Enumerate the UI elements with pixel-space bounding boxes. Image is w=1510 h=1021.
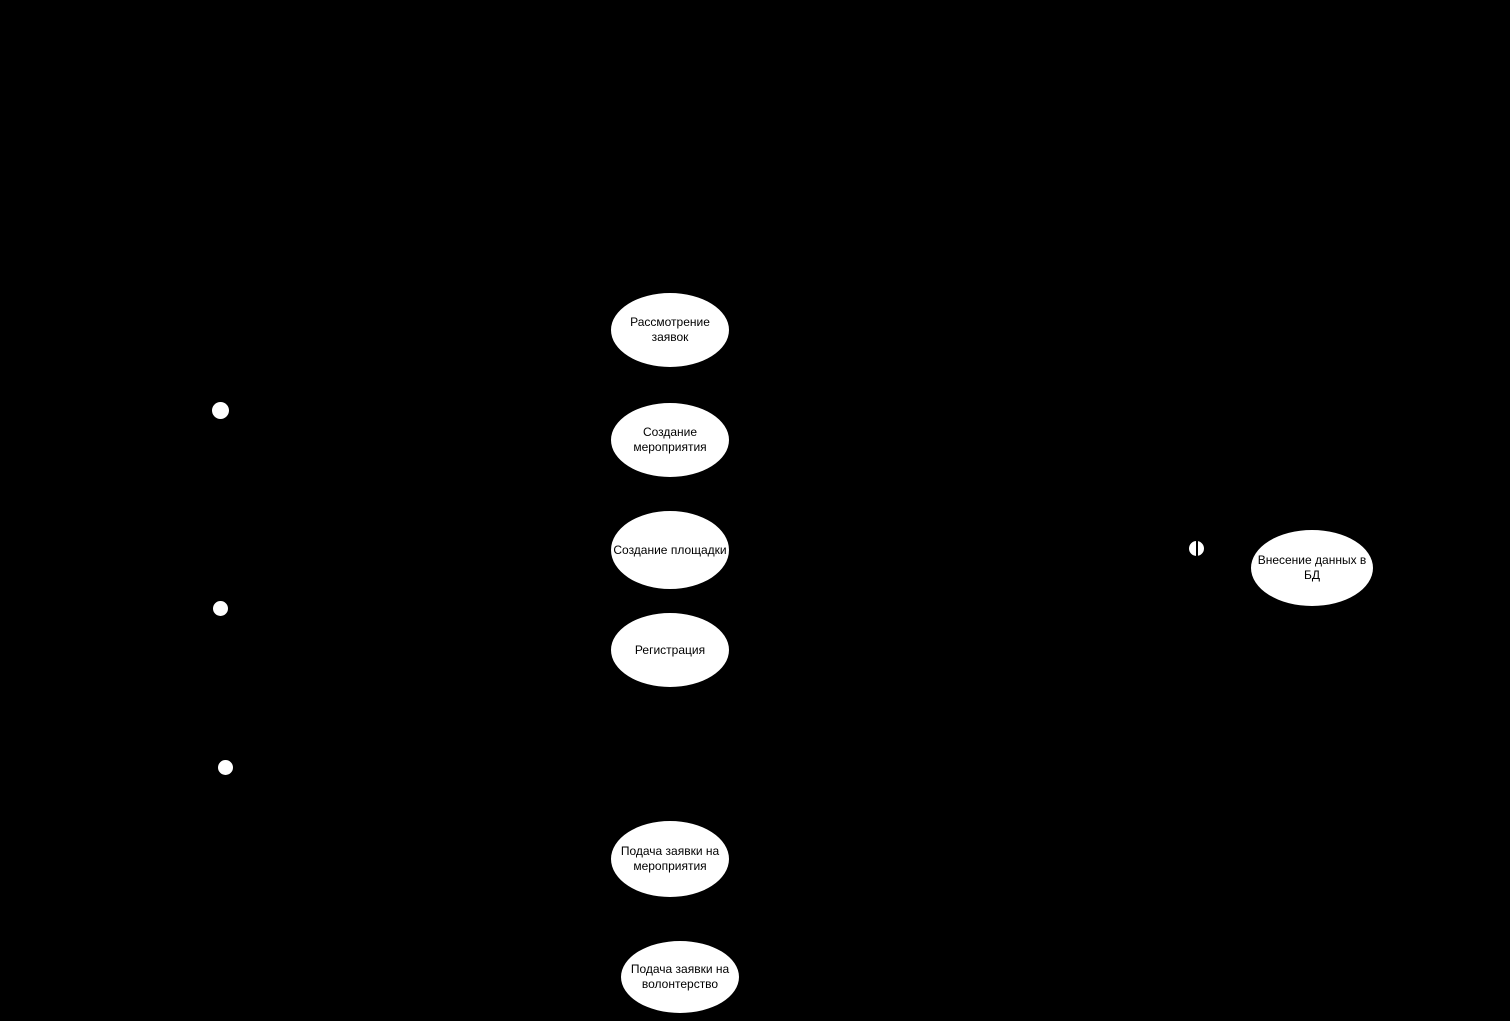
actor-3-head-icon[interactable] — [218, 760, 233, 775]
usecase-label: Регистрация — [634, 642, 706, 657]
actor-2-head-icon[interactable] — [213, 601, 228, 616]
usecase-review-applications[interactable]: Рассмотрение заявок — [610, 292, 730, 368]
usecase-label: Рассмотрение заявок — [630, 315, 710, 344]
interface-lollipop-icon[interactable] — [1189, 541, 1204, 556]
usecase-apply-for-event[interactable]: Подача заявки на мероприятия — [610, 820, 730, 898]
lollipop-stem — [1195, 541, 1198, 556]
usecase-apply-for-volunteering[interactable]: Подача заявки на волонтерство — [620, 940, 740, 1014]
usecase-label: Создание площадки — [613, 542, 727, 557]
usecase-registration[interactable]: Регистрация — [610, 612, 730, 688]
usecase-label: Подача заявки на мероприятия — [620, 844, 720, 873]
usecase-create-event[interactable]: Создание мероприятия — [610, 402, 730, 478]
usecase-create-venue[interactable]: Создание площадки — [610, 510, 730, 590]
usecase-label: Внесение данных в БД — [1257, 553, 1367, 582]
usecase-insert-into-db[interactable]: Внесение данных в БД — [1250, 529, 1374, 607]
usecase-label: Создание мероприятия — [633, 425, 707, 454]
usecase-label: Подача заявки на волонтерство — [630, 962, 730, 991]
actor-1-head-icon[interactable] — [212, 402, 229, 419]
